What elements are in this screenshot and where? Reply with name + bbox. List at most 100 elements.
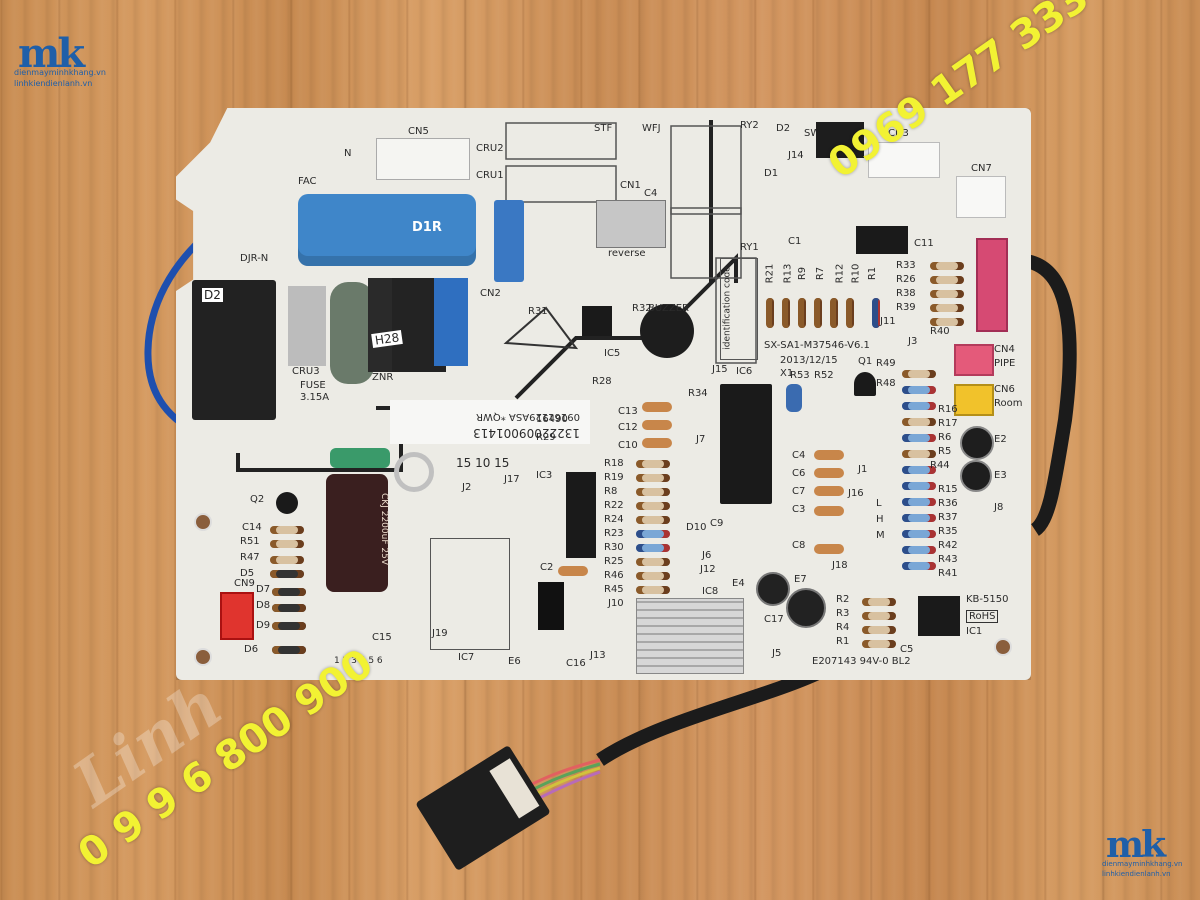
label-pipe: PIPE (994, 358, 1016, 369)
label-r-right-0: R49 (876, 358, 896, 369)
identification-box (720, 258, 758, 360)
resistor (636, 474, 670, 482)
resistor (862, 626, 896, 634)
label-buzzer: BUZZER (648, 303, 689, 314)
transistor-q1 (854, 372, 876, 396)
label-r-right-1: R48 (876, 378, 896, 389)
resistor (814, 298, 822, 328)
label-j1: J1 (858, 464, 868, 475)
label-num: 16490 (536, 414, 568, 425)
label-c3: C3 (792, 504, 806, 515)
resistor (872, 298, 880, 328)
resistor (902, 370, 936, 378)
label-cn9: CN9 (234, 578, 255, 589)
label-j10: J10 (608, 598, 624, 609)
buzzer (640, 304, 694, 358)
label-ry2: RY2 (740, 120, 759, 131)
label-r-top2-4: R40 (930, 326, 950, 337)
label-c16: C16 (566, 658, 586, 669)
label-d1r: D1R (412, 220, 442, 235)
label-r-top-0: R21 (764, 263, 776, 284)
label-c4: C4 (792, 450, 806, 461)
resistor (636, 516, 670, 524)
label-r-right-4: R6 (938, 432, 952, 443)
ic1-chip (918, 596, 960, 636)
label-r-top-1: R13 (782, 263, 794, 284)
label-serial: 13222009001413 (473, 426, 580, 440)
resistor (766, 298, 774, 328)
resistor (902, 482, 936, 490)
site-url-2b: linhkiendienlanh.vn (1102, 870, 1171, 878)
resistor (902, 418, 936, 426)
label-ident: identification code (722, 266, 733, 350)
label-ic1: IC1 (966, 626, 983, 637)
label-room: Room (994, 398, 1023, 409)
label-j2: J2 (462, 482, 472, 493)
diode (272, 622, 306, 630)
electrolytic-e3 (960, 460, 992, 492)
resistor (270, 540, 304, 548)
label-stf: STF (594, 123, 613, 134)
label-reverse: reverse (608, 248, 646, 259)
resistor (862, 640, 896, 648)
label-fuse: FUSE (300, 380, 326, 391)
label-cn2: CN2 (480, 288, 501, 299)
resistor (270, 526, 304, 534)
resistor (636, 502, 670, 510)
label-model: SX-SA1-M37546-V6.1 (764, 340, 870, 351)
mount-hole (194, 513, 212, 531)
diode (272, 646, 306, 654)
resistor (902, 386, 936, 394)
label-cn5: CN5 (408, 126, 429, 137)
label-d9: D9 (256, 620, 271, 631)
label-cru3: CRU3 (292, 366, 320, 377)
ring-terminal (394, 452, 434, 492)
label-r-left-6: R30 (604, 542, 624, 553)
label-r-right-5: R5 (938, 446, 952, 457)
label-r-top2-0: R33 (896, 260, 916, 271)
label-e4: E4 (732, 578, 745, 589)
resistor (862, 612, 896, 620)
label-c5: C5 (900, 644, 914, 655)
label-ic7: IC7 (458, 652, 475, 663)
mount-hole (994, 638, 1012, 656)
label-r-left-5: R23 (604, 528, 624, 539)
label-j5: J5 (772, 648, 782, 659)
label-e3: E3 (994, 470, 1007, 481)
label-sw: SW (804, 128, 821, 139)
label-r-bottom-0: R2 (836, 594, 850, 605)
label-r-top-5: R10 (850, 263, 862, 284)
label-j3: J3 (908, 336, 918, 347)
label-r-bottom-1: R3 (836, 608, 850, 619)
resistor (902, 466, 936, 474)
label-r-right-3: R17 (938, 418, 958, 429)
label-ry1: RY1 (740, 242, 759, 253)
label-fac: FAC (298, 176, 317, 187)
label-fuse-val: 3.15A (300, 392, 330, 403)
label-r-right-11: R42 (938, 540, 958, 551)
label-r-top-2: R9 (797, 266, 809, 281)
label-c11: C11 (914, 238, 934, 249)
green-wire-terminal (330, 448, 390, 468)
resistor (902, 434, 936, 442)
ic7-outline (430, 538, 510, 650)
dip-switch (816, 122, 864, 158)
resistor (636, 572, 670, 580)
label-r-top-6: R1 (867, 266, 879, 281)
brand-logo-text: mk (18, 30, 85, 77)
brand-logo-top-left: mk dienmayminhkhang.vn linhkiendienlanh.… (14, 30, 124, 94)
label-c17: C17 (764, 614, 784, 625)
ic6-microcontroller (720, 384, 772, 504)
label-cn1: CN1 (620, 180, 641, 191)
label-r-right-12: R43 (938, 554, 958, 565)
capacitor (814, 486, 844, 496)
label-c2: C2 (540, 562, 554, 573)
label-r-right-8: R36 (938, 498, 958, 509)
capacitor (814, 544, 844, 554)
connector-pink-right (976, 238, 1008, 332)
label-r31: R31 (528, 306, 548, 317)
label-cap-text: CKJ 2200uF 25V (378, 493, 389, 565)
resistor (930, 304, 964, 312)
capacitor (558, 566, 588, 576)
